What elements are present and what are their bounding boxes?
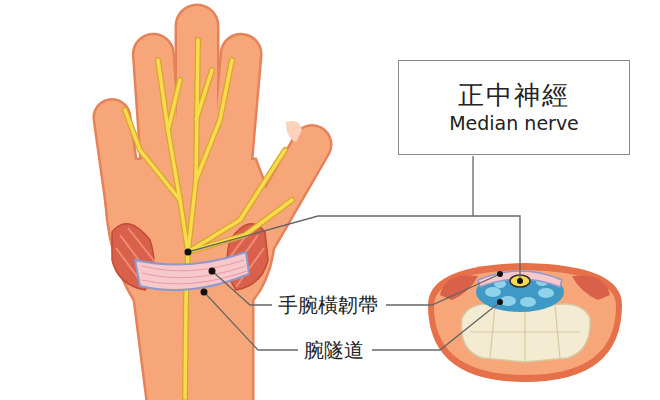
callout-box: 正中神經Median nerve bbox=[398, 60, 630, 155]
hand-outline bbox=[93, 6, 337, 400]
ligament bbox=[135, 252, 249, 290]
part-label: 腕隧道 bbox=[304, 338, 364, 362]
nerves bbox=[125, 40, 292, 398]
box-heading: 正中神經 bbox=[458, 79, 570, 112]
nail bbox=[286, 121, 302, 142]
hand bbox=[93, 6, 337, 400]
box-subheading: Median nerve bbox=[449, 111, 579, 136]
cross-section bbox=[428, 263, 622, 382]
part-label: 手腕橫韌帶 bbox=[278, 293, 378, 317]
leader-lines bbox=[188, 156, 520, 350]
